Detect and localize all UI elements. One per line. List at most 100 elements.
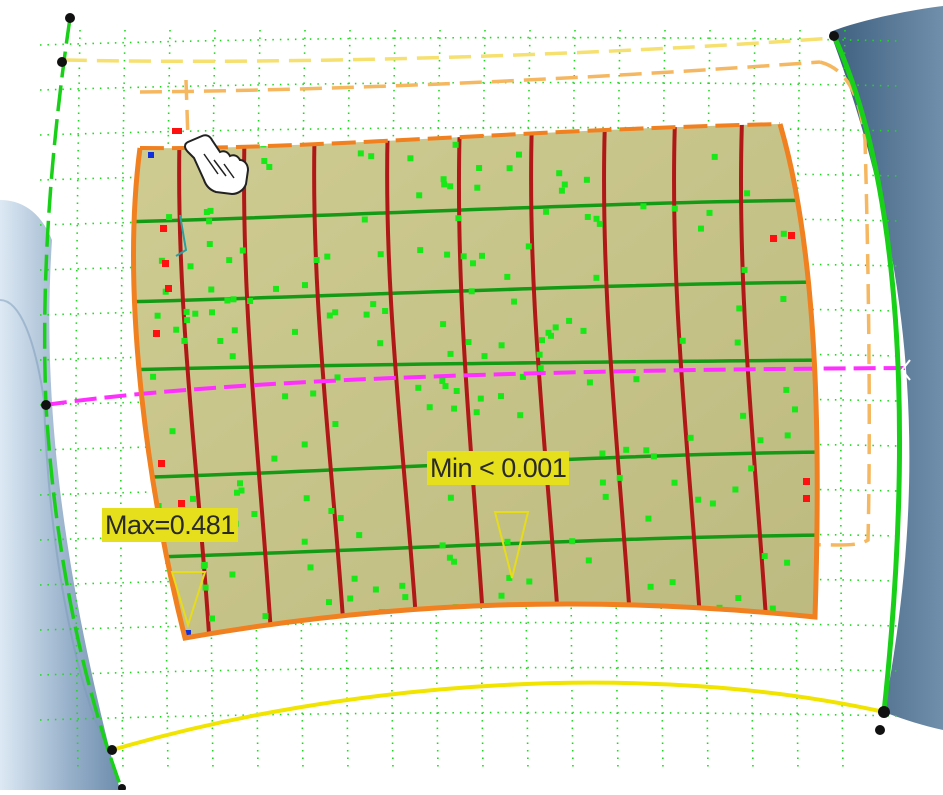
control-point[interactable] [671,205,678,212]
control-point[interactable] [230,296,237,303]
control-point[interactable] [368,153,375,160]
control-point[interactable] [476,165,483,171]
control-point[interactable] [173,326,180,333]
control-point[interactable] [190,495,196,502]
control-point[interactable] [757,437,764,444]
control-point[interactable] [650,453,657,460]
control-point[interactable] [237,480,243,487]
control-point[interactable] [238,487,245,494]
control-point[interactable] [519,373,526,380]
control-point[interactable] [552,324,559,331]
control-point[interactable] [206,218,213,225]
control-point[interactable] [184,317,191,324]
control-point[interactable] [783,386,790,393]
control-point[interactable] [526,578,533,585]
boundary-vertices[interactable] [41,13,890,792]
control-point[interactable] [695,496,702,503]
control-point[interactable] [192,310,199,317]
control-point[interactable] [446,554,453,561]
control-point[interactable] [229,353,236,360]
control-point[interactable] [183,308,190,315]
control-point[interactable] [455,215,462,222]
control-point[interactable] [711,153,718,160]
control-point[interactable] [303,495,310,502]
control-point[interactable] [444,251,451,258]
control-point[interactable] [292,328,298,335]
control-point[interactable] [736,305,743,312]
control-point[interactable] [262,613,269,620]
control-point[interactable] [623,446,630,453]
control-point[interactable] [271,455,278,462]
control-point[interactable] [441,181,448,188]
control-point[interactable] [247,298,254,304]
control-point[interactable] [239,247,246,254]
control-point[interactable] [440,321,447,328]
control-point[interactable] [596,220,603,227]
control-point[interactable] [744,190,751,197]
control-point-active[interactable] [788,232,795,239]
control-point[interactable] [792,406,798,413]
control-point[interactable] [351,575,358,582]
control-point-active[interactable] [803,495,810,502]
control-point[interactable] [679,337,686,344]
control-point[interactable] [266,164,273,170]
control-point[interactable] [261,158,268,164]
control-point[interactable] [453,388,460,394]
control-point-active[interactable] [153,330,160,337]
control-point[interactable] [569,538,576,545]
control-point[interactable] [706,209,713,216]
control-point[interactable] [643,447,650,454]
control-point[interactable] [741,266,748,273]
corner-point[interactable] [185,630,191,636]
control-point-active[interactable] [165,285,172,292]
control-point[interactable] [640,203,647,210]
control-point[interactable] [780,230,787,237]
control-point[interactable] [382,308,389,314]
control-point[interactable] [517,412,524,419]
control-point[interactable] [525,243,532,250]
control-point[interactable] [439,378,446,384]
control-point[interactable] [669,579,676,586]
control-point[interactable] [417,247,424,254]
control-point[interactable] [166,214,173,221]
control-point[interactable] [158,257,165,264]
control-point[interactable] [556,170,563,177]
control-point[interactable] [585,557,592,564]
control-point[interactable] [498,342,505,349]
control-point[interactable] [407,155,414,162]
control-point[interactable] [732,486,739,493]
control-point[interactable] [593,274,600,281]
control-point[interactable] [399,582,406,589]
control-point[interactable] [337,515,344,521]
control-point-active[interactable] [160,225,167,232]
control-point[interactable] [452,141,459,148]
control-point[interactable] [234,489,240,496]
control-point[interactable] [206,241,213,247]
control-point[interactable] [447,183,454,190]
control-point[interactable] [187,263,194,270]
control-point[interactable] [580,327,587,334]
control-point[interactable] [516,151,522,158]
control-point[interactable] [402,594,409,601]
control-point[interactable] [301,441,308,448]
control-point[interactable] [447,494,454,501]
control-point[interactable] [377,340,384,347]
control-point[interactable] [326,312,333,319]
control-point[interactable] [537,365,544,372]
control-point[interactable] [481,353,488,360]
control-point[interactable] [748,465,755,472]
control-point[interactable] [468,288,475,295]
control-point-active[interactable] [178,500,185,507]
control-point[interactable] [583,176,590,183]
control-point[interactable] [302,282,308,289]
control-point[interactable] [324,253,331,260]
control-point[interactable] [474,184,481,191]
control-point[interactable] [735,595,742,601]
control-point[interactable] [698,225,704,232]
control-point[interactable] [282,393,289,400]
control-point[interactable] [470,260,476,267]
control-point[interactable] [301,538,308,545]
control-point[interactable] [347,595,354,602]
control-point[interactable] [784,432,791,439]
